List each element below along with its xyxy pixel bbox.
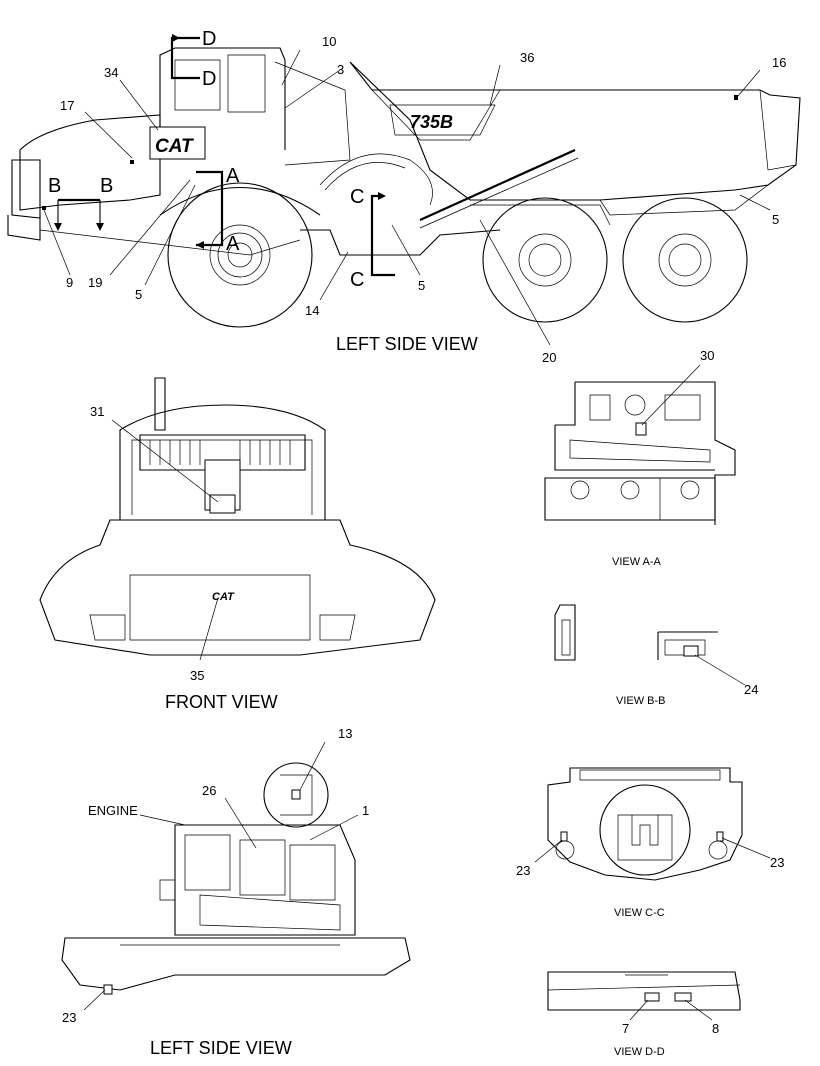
callout-23-engine: 23 [62,1010,76,1025]
callout-14: 14 [305,303,319,318]
front-view: CAT 31 35 FRONT VIEW [39,377,436,712]
callout-1: 1 [362,803,369,818]
callout-31: 31 [90,404,104,419]
callout-5-hitch: 5 [418,278,425,293]
callout-9: 9 [66,275,73,290]
callout-13: 13 [338,726,352,741]
callout-23-right: 23 [770,855,784,870]
callout-7: 7 [622,1021,629,1036]
section-d-top: D [202,28,216,50]
callout-36: 36 [520,50,534,65]
section-d-bottom: D [202,68,216,90]
title-view-bb: VIEW B-B [616,695,666,707]
callout-19: 19 [88,275,102,290]
title-view-dd: VIEW D-D [614,1046,665,1058]
section-b-right: B [100,175,113,197]
rear-wheel-1 [482,197,608,323]
view-bb: 24 VIEW B-B [554,604,758,707]
title-view-aa: VIEW A-A [612,556,662,568]
callout-24: 24 [744,682,758,697]
callout-10: 10 [322,34,336,49]
engine-label: ENGINE [88,803,138,818]
section-a-bottom: A [226,233,240,255]
section-b-left: B [48,175,61,197]
engine-left-side-view: ENGINE 26 13 1 23 LEFT SIDE VIEW [61,726,411,1058]
view-aa: 30 VIEW A-A [544,348,736,568]
callout-5-rear: 5 [772,212,779,227]
callout-17: 17 [60,98,74,113]
callout-16: 16 [772,55,786,70]
cat-logo-plate [149,126,206,160]
callout-23-left: 23 [516,863,530,878]
callout-26: 26 [202,783,216,798]
front-cat-logo: CAT [212,591,235,603]
model-label: 735B [410,112,453,132]
view-dd: 7 8 VIEW D-D [547,971,741,1058]
title-left-side-view-top: LEFT SIDE VIEW [336,334,478,354]
callout-20: 20 [542,350,556,365]
title-left-side-view-bottom: LEFT SIDE VIEW [150,1038,292,1058]
callout-3: 3 [337,62,344,77]
air-cleaner [263,762,329,828]
front-wheel [167,182,313,328]
rear-wheel-2 [622,197,748,323]
callout-5-front: 5 [135,287,142,302]
section-c-top: C [350,186,364,208]
callout-35: 35 [190,668,204,683]
callout-30: 30 [700,348,714,363]
truck-left-side-view: CAT 735B A A [7,28,801,365]
title-front-view: FRONT VIEW [165,692,278,712]
section-a-top: A [226,165,240,187]
callout-34: 34 [104,65,118,80]
section-c-bottom: C [350,269,364,291]
cat-logo-text: CAT [155,136,194,157]
title-view-cc: VIEW C-C [614,907,665,919]
callout-8: 8 [712,1021,719,1036]
view-cc: 23 23 VIEW C-C [516,767,784,919]
